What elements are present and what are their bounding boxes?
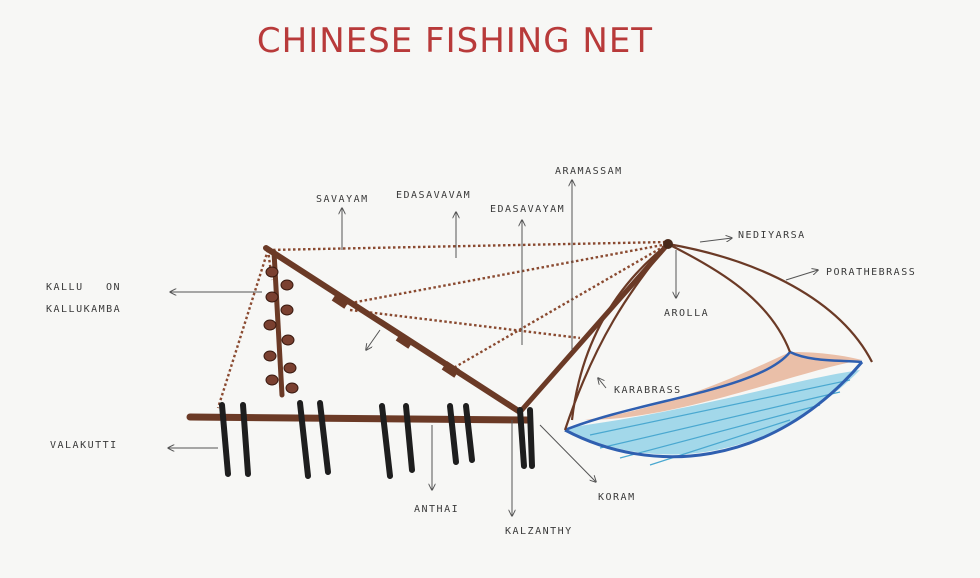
labels: SAVAYAM EDASAVAVAM EDASAVAYAM ARAMASSAM …: [46, 166, 916, 537]
rope-lower: [349, 308, 581, 340]
beam-joint-3: [441, 361, 460, 378]
arm-karabrass: [563, 243, 669, 431]
label-aramassam: ARAMASSAM: [555, 166, 623, 177]
label-koram: KORAM: [598, 492, 636, 503]
net-blue-fill: [565, 370, 860, 455]
rope-left: [216, 249, 270, 409]
diagram-title: CHINESE FISHING NET: [257, 21, 653, 61]
label-valakutti: VALAKUTTI: [50, 440, 118, 451]
arrow-koram: [539, 424, 596, 482]
rope-savayam: [267, 240, 669, 252]
label-kallu-line1: KALLU: [46, 282, 84, 293]
posts: [219, 400, 535, 479]
leader-arrows: [168, 180, 818, 516]
net-outer-rim: [564, 361, 864, 459]
arrow-nediyarsa: [699, 238, 732, 243]
arm-porathebrass: [667, 242, 873, 363]
rope-edasavayam: [449, 242, 669, 372]
arrow-inner: [366, 329, 381, 350]
rope-edasavavam: [339, 242, 669, 307]
label-kallu-line2: KALLUKAMBA: [46, 304, 121, 315]
arm-inner: [667, 243, 792, 353]
label-edasavayam: EDASAVAYAM: [490, 204, 565, 215]
label-karabrass: KARABRASS: [614, 385, 682, 396]
label-arolla: AROLLA: [664, 308, 709, 319]
label-savayam: SAVAYAM: [316, 194, 369, 205]
base-platform: [186, 413, 532, 424]
label-nediyarsa: NEDIYARSA: [738, 230, 806, 241]
net: [564, 350, 864, 466]
main-diagonal-beam: [263, 245, 523, 415]
label-porathebrass: PORATHEBRASS: [826, 267, 916, 278]
label-anthai: ANTHAI: [414, 504, 459, 515]
arrow-karabrass: [598, 378, 607, 389]
counterweight-stones: [263, 266, 299, 394]
label-kalzanthy: KALZANTHY: [505, 526, 573, 537]
label-edasavavam: EDASAVAVAM: [396, 190, 471, 201]
beam-joint-1: [331, 292, 350, 309]
net-inner-rim: [564, 350, 863, 432]
label-kallu-on: ON: [106, 282, 121, 293]
net-hatch: [589, 379, 851, 466]
pivot-beam: [517, 241, 671, 415]
apex-node: [663, 239, 673, 249]
arrow-porathebrass: [785, 270, 818, 281]
beam-joint-2: [395, 332, 414, 349]
